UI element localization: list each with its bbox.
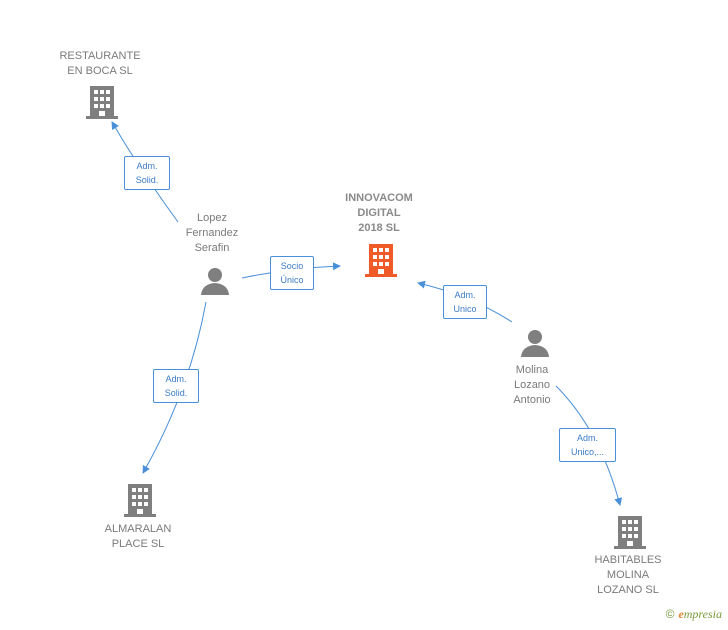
copyright-symbol: © [665, 607, 675, 621]
edge-label-adm-unico-etc[interactable]: Adm. Unico,... [559, 428, 616, 462]
lopez-label[interactable]: Lopez Fernandez Serafin [185, 212, 239, 254]
habitables-label[interactable]: HABITABLES MOLINA LOZANO SL [594, 554, 662, 596]
building-icon[interactable] [365, 242, 397, 278]
brand-name: mpresia [683, 607, 722, 621]
person-icon[interactable] [520, 328, 550, 358]
molina-label[interactable]: Molina Lozano Antonio [513, 364, 551, 406]
restaurante-label[interactable]: RESTAURANTE EN BOCA SL [59, 50, 141, 77]
empresia-logo: ©empresia [666, 607, 722, 622]
building-icon[interactable] [614, 514, 646, 550]
edge-label-adm-solid[interactable]: Adm. Solid. [153, 369, 199, 403]
edge-label-adm-solid[interactable]: Adm. Solid. [124, 156, 170, 190]
almaralan-label[interactable]: ALMARALAN PLACE SL [104, 523, 172, 550]
innovacom-label[interactable]: INNOVACOM DIGITAL 2018 SL [345, 192, 413, 234]
person-icon[interactable] [200, 266, 230, 296]
brand-initial: e [678, 607, 684, 621]
building-icon[interactable] [86, 84, 118, 120]
edge-label-adm-unico[interactable]: Adm. Unico [443, 285, 487, 319]
building-icon[interactable] [124, 482, 156, 518]
edge-label-socio-unico[interactable]: Socio Único [270, 256, 314, 290]
